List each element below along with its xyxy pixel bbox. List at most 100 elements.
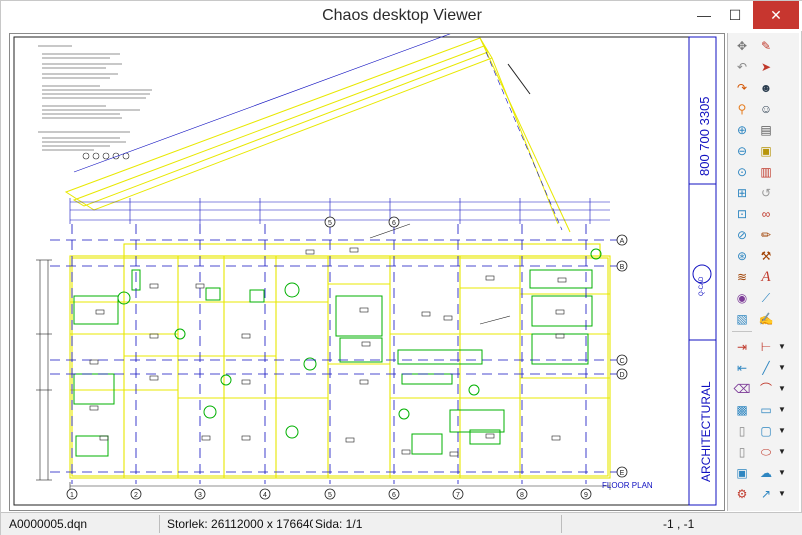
dimension-strings-top bbox=[69, 198, 610, 224]
status-divider bbox=[561, 515, 562, 533]
column-bubble-top-labels: 5 6 bbox=[328, 220, 396, 227]
grid-top-label-6: 6 bbox=[392, 220, 396, 227]
tool-palette: ✥ ✎ ↶ ➤ ↷ ☻ ⚲ ☺ ⊕ ▤ ⊖ ▣ ⊙ ▥ ⊞ ↺ ⊡ ∞ ⊘ ✏ … bbox=[727, 33, 799, 511]
blank-page-2-icon[interactable]: ▯ bbox=[738, 445, 746, 459]
plan-label: FLOOR PLAN bbox=[602, 481, 653, 490]
save-icon[interactable]: ▣ bbox=[736, 466, 748, 480]
column-grid-lines bbox=[50, 224, 620, 484]
markup-icon[interactable]: ✍ bbox=[758, 312, 774, 326]
drawing-canvas[interactable]: 1 2 3 4 5 6 7 8 9 5 6 bbox=[9, 33, 725, 511]
cloud-icon[interactable]: ☁▼ bbox=[760, 466, 786, 480]
zoom-out-icon[interactable]: ⊖ bbox=[736, 144, 748, 158]
measure-icon[interactable]: ⟋ bbox=[761, 291, 771, 305]
grid-label-5: 5 bbox=[328, 492, 332, 499]
document-icon[interactable]: ▤ bbox=[760, 123, 772, 137]
line-icon[interactable]: ╱▼ bbox=[762, 361, 786, 375]
grid-row-label-d: D bbox=[619, 372, 624, 379]
title-block-phone: 800 700 3305 bbox=[697, 96, 712, 176]
pencil-icon[interactable]: ✏ bbox=[760, 228, 772, 242]
dimension-strings-side bbox=[36, 259, 611, 490]
fixtures bbox=[73, 248, 602, 457]
grid-row-label-c: C bbox=[619, 358, 624, 365]
title-block-discipline: ARCHITECTURAL bbox=[699, 381, 713, 482]
dimension-dropdown-icon[interactable]: ▼ bbox=[778, 342, 786, 351]
zoom-next-icon[interactable]: ⊛ bbox=[736, 249, 748, 263]
settings-icon[interactable]: ⚙ bbox=[736, 487, 748, 501]
zoom-extents-icon[interactable]: ⊞ bbox=[736, 186, 748, 200]
row-bubble-labels: A B C D E bbox=[619, 238, 624, 477]
title-bar: Chaos desktop Viewer — ☐ ✕ bbox=[1, 1, 802, 31]
arc-icon[interactable]: ⌒▼ bbox=[759, 382, 786, 396]
paste-icon[interactable]: ▣ bbox=[760, 144, 772, 158]
person-icon[interactable]: ☺ bbox=[759, 102, 773, 116]
user-icon[interactable]: ☻ bbox=[759, 81, 773, 95]
grid-row-label-b: B bbox=[620, 264, 625, 271]
grid-label-8: 8 bbox=[520, 492, 524, 499]
status-bar: A0000005.dqn Storlek: 26112000 x 1766400… bbox=[1, 512, 802, 535]
page-icon[interactable]: ▧ bbox=[736, 312, 748, 326]
status-drawing-size: Storlek: 26112000 x 17664000 bbox=[167, 517, 313, 531]
cloud-rect-dropdown-icon[interactable]: ▼ bbox=[778, 426, 786, 435]
rectangle-dropdown-icon[interactable]: ▼ bbox=[778, 405, 786, 414]
line-dropdown-icon[interactable]: ▼ bbox=[778, 363, 786, 372]
pen-icon[interactable]: ✎ bbox=[760, 39, 772, 53]
sheet-border bbox=[13, 36, 717, 506]
hatch-icon[interactable]: ▩ bbox=[736, 403, 748, 417]
blank-page-icon[interactable]: ▯ bbox=[738, 424, 746, 438]
grid-label-7: 7 bbox=[456, 492, 460, 499]
zoom-in-icon[interactable]: ⊕ bbox=[736, 123, 748, 137]
toolbar-separator bbox=[732, 331, 752, 332]
grid-row-label-a: A bbox=[620, 238, 625, 245]
select-arrow-icon[interactable]: ➤ bbox=[760, 60, 772, 74]
color-icon[interactable]: ◉ bbox=[736, 291, 748, 305]
title-block-logo: Q-CAD bbox=[699, 276, 705, 296]
text-icon[interactable]: A bbox=[761, 268, 771, 285]
zoom-window-icon[interactable]: ⚲ bbox=[737, 102, 747, 116]
layers-icon[interactable]: ≋ bbox=[736, 270, 748, 284]
pan-icon[interactable]: ✥ bbox=[736, 39, 748, 53]
angled-wing bbox=[64, 37, 571, 233]
general-notes bbox=[38, 45, 152, 160]
undo-pan-icon[interactable]: ↶ bbox=[736, 60, 748, 74]
rotate-icon[interactable]: ↺ bbox=[760, 186, 772, 200]
grid-top-label-5: 5 bbox=[328, 220, 332, 227]
status-divider bbox=[159, 515, 160, 533]
redo-icon[interactable]: ↷ bbox=[736, 81, 748, 95]
floor-plan-drawing[interactable]: 1 2 3 4 5 6 7 8 9 5 6 bbox=[10, 34, 725, 511]
stamp-icon[interactable]: ▥ bbox=[760, 165, 772, 179]
angled-wing-dimensions bbox=[73, 34, 563, 231]
grid-label-2: 2 bbox=[134, 492, 138, 499]
maximize-button[interactable]: ☐ bbox=[728, 6, 742, 23]
arrow-dropdown-icon[interactable]: ▼ bbox=[778, 489, 786, 498]
minimize-button[interactable]: — bbox=[697, 7, 711, 23]
status-cursor-coords: -1 , -1 bbox=[663, 517, 695, 531]
column-bubbles-top bbox=[324, 216, 400, 228]
title-block bbox=[688, 36, 717, 506]
window-title: Chaos desktop Viewer bbox=[322, 7, 482, 24]
cloud-dropdown-icon[interactable]: ▼ bbox=[778, 468, 786, 477]
zoom-fit-icon[interactable]: ⊙ bbox=[736, 165, 748, 179]
ellipse-icon[interactable]: ⬭▼ bbox=[760, 445, 786, 459]
link-icon[interactable]: ∞ bbox=[761, 207, 771, 221]
status-page: Sida: 1/1 bbox=[315, 517, 363, 531]
cloud-rect-icon[interactable]: ▢▼ bbox=[760, 424, 786, 438]
grid-label-4: 4 bbox=[263, 492, 267, 499]
column-bubbles-bottom bbox=[66, 488, 592, 500]
building-walls bbox=[69, 243, 611, 479]
arc-dropdown-icon[interactable]: ▼ bbox=[778, 384, 786, 393]
erase-icon[interactable]: ⌫ bbox=[733, 382, 751, 396]
ellipse-dropdown-icon[interactable]: ▼ bbox=[778, 447, 786, 456]
zoom-all-icon[interactable]: ⊡ bbox=[736, 207, 748, 221]
export-icon[interactable]: ⇤ bbox=[736, 361, 748, 375]
room-tags bbox=[89, 223, 567, 457]
hammer-icon[interactable]: ⚒ bbox=[760, 249, 772, 263]
grid-label-1: 1 bbox=[70, 492, 74, 499]
close-button[interactable]: ✕ bbox=[753, 1, 799, 29]
rectangle-icon[interactable]: ▭▼ bbox=[760, 403, 786, 417]
import-icon[interactable]: ⇥ bbox=[736, 340, 748, 354]
grid-row-label-e: E bbox=[620, 470, 625, 477]
arrow-icon[interactable]: ↗▼ bbox=[760, 487, 786, 501]
dimension-icon[interactable]: ⊢▼ bbox=[760, 340, 786, 354]
status-file-name: A0000005.dqn bbox=[9, 517, 88, 531]
zoom-prev-icon[interactable]: ⊘ bbox=[736, 228, 748, 242]
